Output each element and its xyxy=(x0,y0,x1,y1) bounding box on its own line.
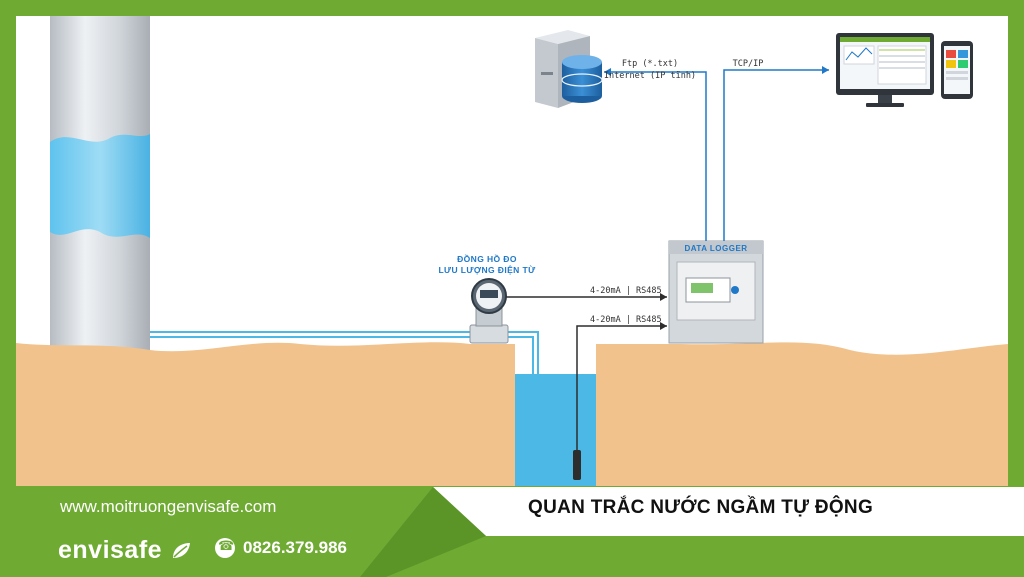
brand-logo: envisafe xyxy=(58,536,191,565)
smartphone-icon xyxy=(941,41,973,99)
phone-icon xyxy=(215,538,235,558)
flow-meter-icon xyxy=(469,278,509,344)
well-casing-pipe xyxy=(50,16,150,361)
desktop-monitor-icon xyxy=(836,33,934,107)
phone-contact[interactable]: 0826.379.986 xyxy=(215,538,347,558)
ground-right xyxy=(596,342,1008,486)
logger-title: DATA LOGGER xyxy=(684,244,747,253)
footer-headline: QUAN TRẮC NƯỚC NGẦM TỰ ĐỘNG xyxy=(528,497,874,518)
meter-signal-label: 4-20mA | RS485 xyxy=(590,286,662,296)
footer-accent xyxy=(360,487,486,577)
meter-title-line1: ĐỒNG HỒ ĐO xyxy=(457,253,517,264)
data-logger-cabinet xyxy=(668,240,764,344)
sensor-signal-label: 4-20mA | RS485 xyxy=(590,315,662,325)
borehole-water xyxy=(515,374,596,486)
link-monitor-label: TCP/IP xyxy=(733,59,764,69)
footer-banner xyxy=(433,487,1024,536)
level-sensor-icon xyxy=(573,450,581,480)
footer-website[interactable]: www.moitruongenvisafe.com xyxy=(60,497,277,516)
phone-number: 0826.379.986 xyxy=(243,538,347,557)
uplink-monitor-line xyxy=(723,69,829,241)
meter-title-line2: LƯU LƯỢNG ĐIỆN TỪ xyxy=(438,264,536,275)
leaf-icon xyxy=(172,543,190,558)
discharge-pipe xyxy=(150,331,539,486)
brand-text: envisafe xyxy=(58,536,163,564)
link-server-line1: Ftp (*.txt) xyxy=(622,59,678,69)
ground-left xyxy=(16,342,515,486)
link-server-line2: Internet (IP tĩnh) xyxy=(604,71,696,81)
uplink-server-line xyxy=(604,71,707,241)
sensor-cable xyxy=(576,325,667,470)
database-icon xyxy=(561,55,603,103)
